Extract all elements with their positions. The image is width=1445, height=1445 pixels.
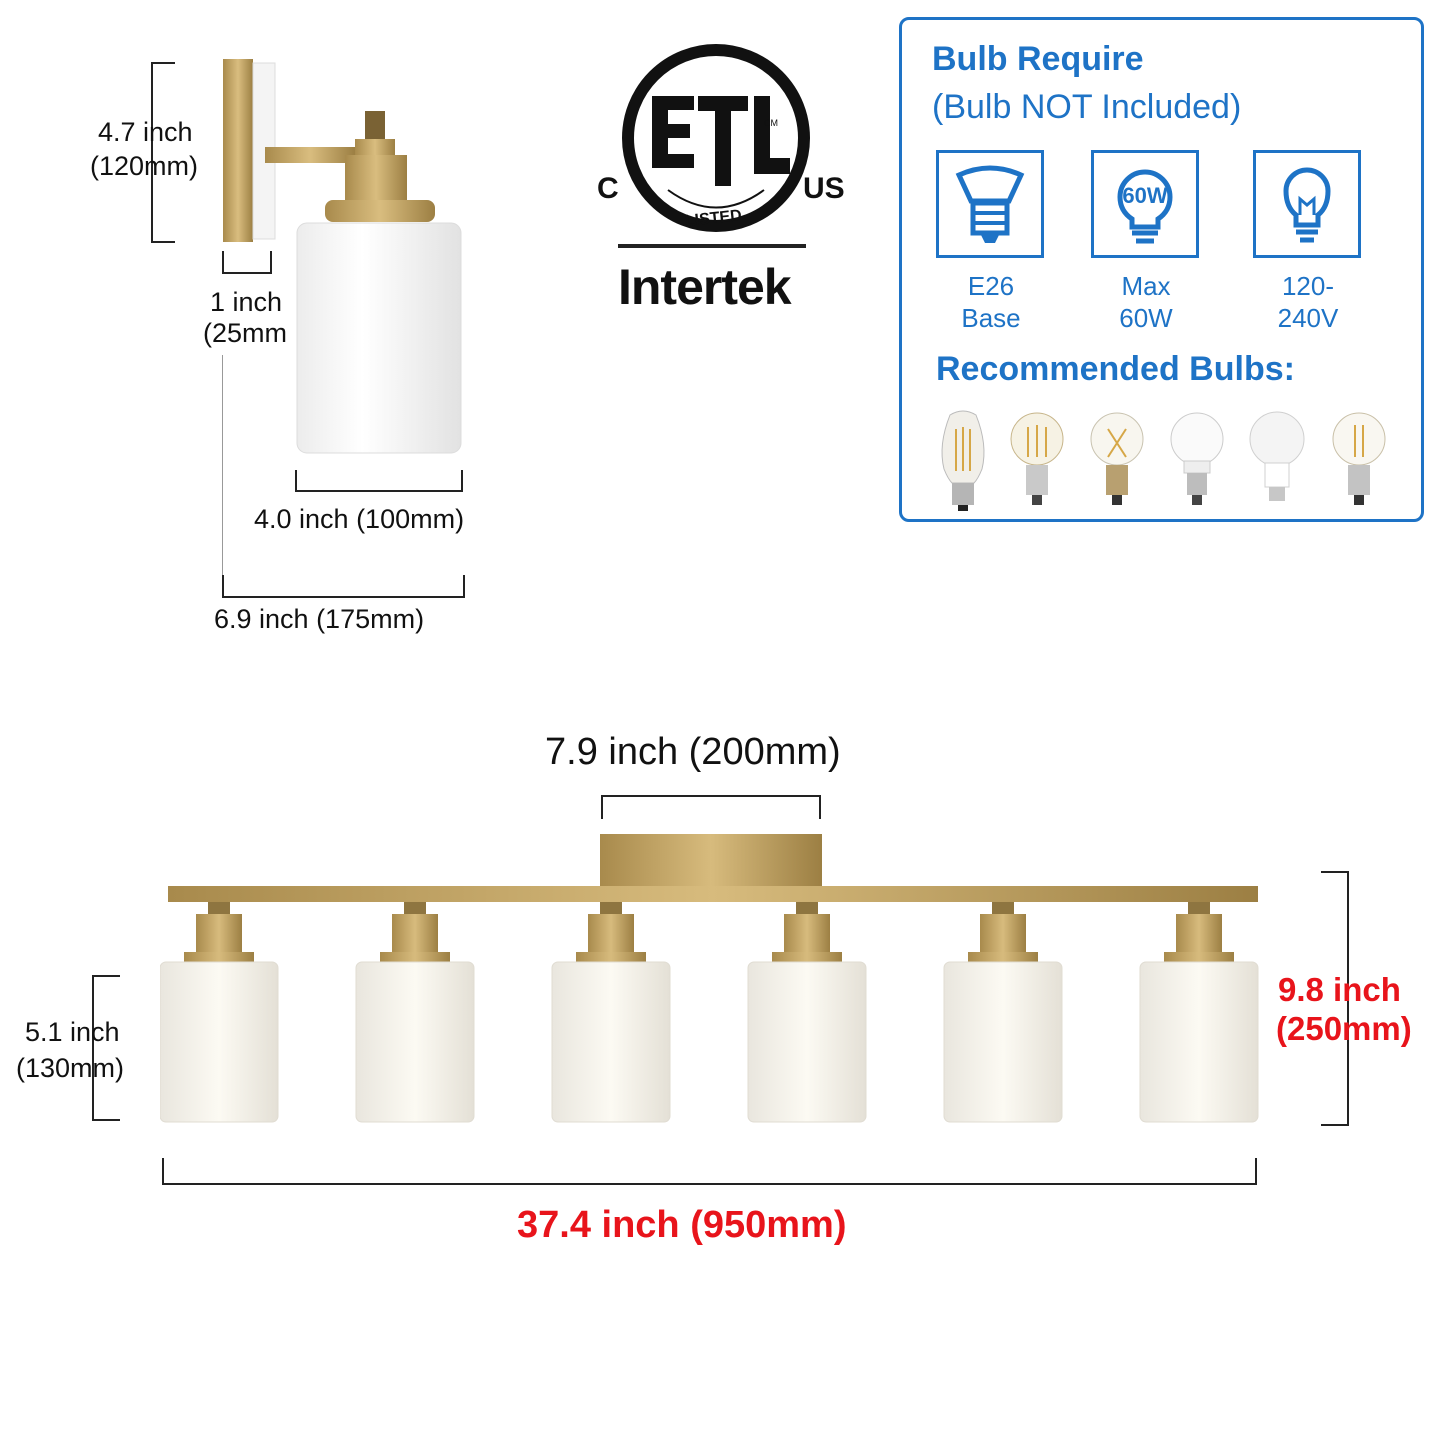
height-bracket-bottom <box>151 241 175 243</box>
backplate-bracket-left <box>222 251 224 273</box>
shade-height-bracket <box>92 975 94 1120</box>
shade-height-mm-label: (130mm) <box>16 1053 125 1083</box>
shade-bracket-left <box>295 470 297 491</box>
backplate-label: 1 inch <box>210 287 283 317</box>
a19-filament-bulb-icon <box>1010 412 1064 505</box>
spec-e26: E26 Base <box>926 270 1056 334</box>
backplate-bracket-bar <box>222 272 272 274</box>
led-bulb-icon <box>1249 411 1305 501</box>
bulb-require-title: Bulb Require <box>932 40 1144 78</box>
bulb-requirements-panel: Bulb Require (Bulb NOT Included) E26 Bas… <box>899 17 1424 522</box>
shade-height-label: 5.1 inch <box>25 1017 120 1047</box>
spec-voltage-line1: 120- <box>1281 271 1335 301</box>
st64-filament-bulb-icon <box>941 410 985 511</box>
recommended-bulbs-title: Recommended Bulbs: <box>936 350 1295 388</box>
total-height-mm-label: (250mm) <box>1276 1010 1412 1047</box>
total-width-bracket-left <box>162 1158 164 1184</box>
total-width-label: 37.4 inch (950mm) <box>517 1204 847 1246</box>
shade-width-label: 4.0 inch (100mm) <box>254 504 465 534</box>
total-height-bracket-bottom <box>1321 1124 1349 1126</box>
backplate-mm-label: (25mm <box>203 318 288 348</box>
cert-c-label: C <box>597 172 619 205</box>
height-bracket <box>151 62 153 242</box>
shade-bracket-right <box>461 470 463 491</box>
extension-label: 6.9 inch (175mm) <box>214 604 425 634</box>
a19-vintage-bulb-icon <box>1332 412 1386 505</box>
bulb-base-icon <box>936 150 1044 258</box>
spec-e26-line1: E26 <box>967 271 1015 301</box>
total-height-bracket <box>1347 871 1349 1126</box>
cm-mark: CM <box>764 118 778 128</box>
bulb-not-included: (Bulb NOT Included) <box>932 88 1242 126</box>
vanity-fixture-illustration <box>160 834 1259 1123</box>
spec-voltage-line2: 240V <box>1277 303 1339 333</box>
led-a19-bulb-icon <box>1170 412 1224 505</box>
cert-divider <box>618 244 806 248</box>
backplate-width-label: 7.9 inch (200mm) <box>545 731 841 773</box>
backplate-width-bracket-bar <box>601 795 821 797</box>
guide-line <box>222 355 223 580</box>
extension-bracket-right <box>463 575 465 597</box>
spec-max-line2: 60W <box>1119 303 1173 333</box>
height-mm-label: (120mm) <box>90 151 199 181</box>
total-width-bracket-bar <box>162 1183 1257 1185</box>
backplate-bracket-right <box>270 251 272 273</box>
shade-height-bracket-top <box>92 975 120 977</box>
wattage-badge: 60W <box>1122 183 1167 208</box>
sconce-illustration <box>223 59 462 454</box>
wattage-bulb-icon: 60W <box>1091 150 1199 258</box>
lightbulb-icon <box>1253 150 1361 258</box>
etl-logo <box>622 44 810 232</box>
spec-max-line1: Max <box>1121 271 1171 301</box>
backplate-width-bracket-left <box>601 795 603 819</box>
total-height-label: 9.8 inch <box>1278 971 1401 1008</box>
intertek-label: Intertek <box>618 259 792 315</box>
extension-bracket-left <box>222 575 224 597</box>
extension-bracket-bar <box>222 596 465 598</box>
total-width-bracket-right <box>1255 1158 1257 1184</box>
shade-bracket-bar <box>295 490 463 492</box>
total-height-bracket-top <box>1321 871 1349 873</box>
height-label: 4.7 inch <box>98 117 193 147</box>
backplate-width-bracket-right <box>819 795 821 819</box>
spec-voltage: 120- 240V <box>1243 270 1373 334</box>
cert-us-label: US <box>803 172 845 205</box>
height-bracket-top <box>151 62 175 64</box>
shade-height-bracket-bottom <box>92 1119 120 1121</box>
spec-max-watt: Max 60W <box>1081 270 1211 334</box>
spec-e26-line2: Base <box>961 303 1021 333</box>
clear-a19-bulb-icon <box>1090 412 1144 505</box>
